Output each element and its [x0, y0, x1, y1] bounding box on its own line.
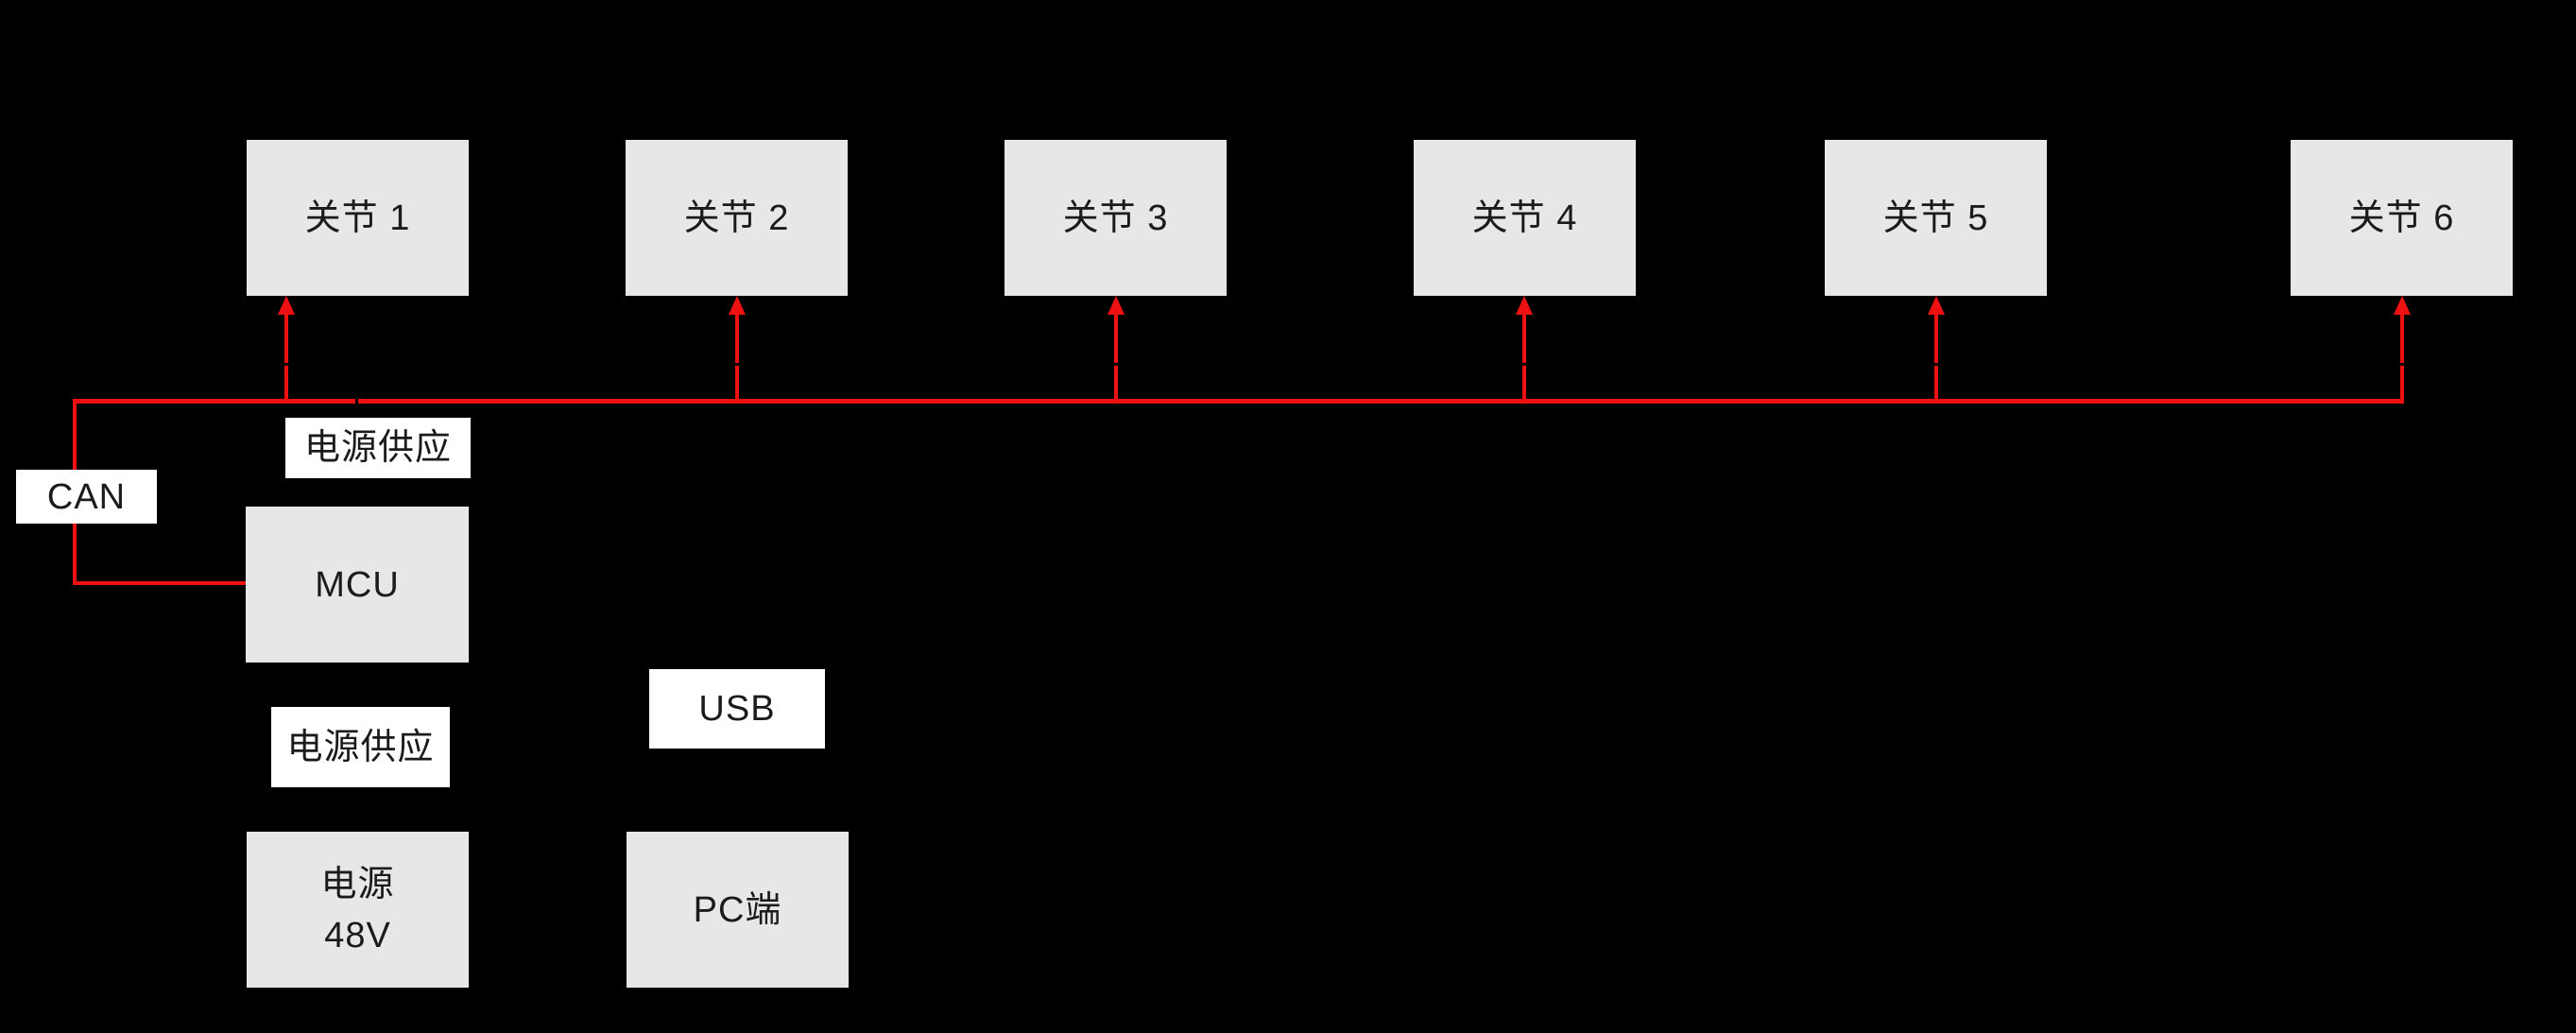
mcu-box-text: MCU	[315, 564, 400, 605]
power-supply-label-1: 电源供应	[285, 418, 471, 478]
pc-box: PC端	[627, 832, 849, 988]
power-supply-label-1-text: 电源供应	[303, 428, 452, 468]
joint-1-arrow-shaft	[284, 313, 288, 404]
joint-5-arrow-joint-tick	[1933, 363, 1939, 366]
can-wire-horizontal	[73, 581, 247, 585]
joint-2-arrow-arrowhead-icon	[729, 296, 746, 315]
joint-3-arrow-shaft	[1114, 313, 1118, 404]
joint-3-box-text: 关节 3	[1062, 198, 1169, 238]
joint-3-arrow-arrowhead-icon	[1108, 296, 1125, 315]
pc-box-text: PC端	[693, 889, 782, 930]
joint-5-arrow-arrowhead-icon	[1928, 296, 1945, 315]
joint-2-box: 关节 2	[626, 140, 848, 296]
mcu-box: MCU	[246, 507, 469, 663]
joint-1-box: 关节 1	[247, 140, 469, 296]
joint-1-arrow-joint-tick	[283, 363, 289, 366]
joint-4-arrow-arrowhead-icon	[1516, 296, 1533, 315]
joint-4-arrow-joint-tick	[1521, 363, 1527, 366]
joint-4-arrow-shaft	[1522, 313, 1526, 404]
joint-2-box-text: 关节 2	[683, 198, 790, 238]
power-48v-box: 电源 48V	[247, 832, 469, 988]
joint-6-arrow-joint-tick	[2399, 363, 2405, 366]
can-bus-line	[73, 399, 2404, 404]
power-supply-label-2: 电源供应	[271, 707, 450, 787]
power-48v-box-text: 48V	[324, 915, 391, 956]
joint-2-arrow-shaft	[735, 313, 739, 404]
joint-6-box: 关节 6	[2291, 140, 2513, 296]
joint-1-power-connector	[355, 296, 358, 419]
joint-5-box: 关节 5	[1825, 140, 2047, 296]
can-label-text: CAN	[46, 476, 127, 517]
joint-6-arrow-arrowhead-icon	[2394, 296, 2411, 315]
joint-3-box: 关节 3	[1005, 140, 1227, 296]
joint-4-box: 关节 4	[1414, 140, 1636, 296]
joint-3-arrow-joint-tick	[1113, 363, 1119, 366]
can-label: CAN	[16, 470, 157, 524]
joint-2-arrow-joint-tick	[734, 363, 740, 366]
joint-6-box-text: 关节 6	[2348, 198, 2455, 238]
joint-1-box-text: 关节 1	[304, 198, 411, 238]
joint-5-box-text: 关节 5	[1882, 198, 1989, 238]
usb-label-text: USB	[698, 689, 776, 729]
power-supply-label-2-text: 电源供应	[286, 727, 435, 767]
power-48v-box-text: 电源	[320, 864, 395, 904]
joint-6-arrow-shaft	[2400, 313, 2404, 404]
joint-4-box-text: 关节 4	[1471, 198, 1578, 238]
usb-label: USB	[649, 669, 825, 749]
joint-1-arrow-arrowhead-icon	[278, 296, 295, 315]
joint-5-arrow-shaft	[1934, 313, 1938, 404]
